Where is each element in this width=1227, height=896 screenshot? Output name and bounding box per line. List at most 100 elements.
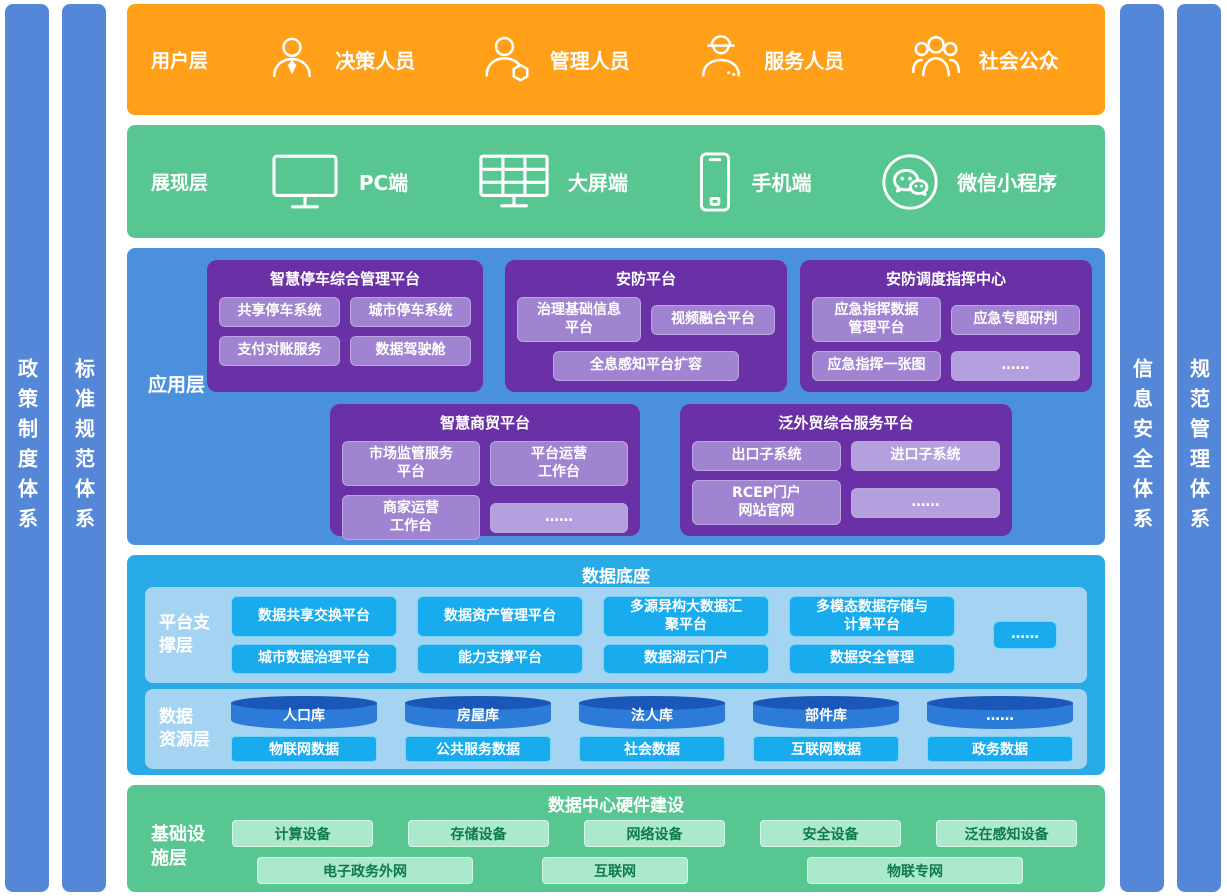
platform-title: 安防平台 <box>615 270 676 288</box>
infrastructure-label: 基础设 施层 <box>151 824 205 870</box>
app-module: 应急指挥一张图 <box>812 351 941 381</box>
platform-modules: 共享停车系统 城市停车系统 支付对账服务 数据驾驶舱 <box>219 297 471 366</box>
infrastructure-band: 数据中心硬件建设 基础设 施层 计算设备 存储设备 网络设备 安全设备 泛在感知… <box>127 785 1105 892</box>
app-module: 进口子系统 <box>851 441 1000 471</box>
platform-title: 智慧商贸平台 <box>439 414 530 432</box>
support-row-1: 数据共享交换平台 数据资产管理平台 多源异构大数据汇 聚平台 多模态数据存储与 … <box>231 596 955 637</box>
app-module: 支付对账服务 <box>219 336 340 366</box>
user-item-decision: 决策人员 <box>265 33 415 87</box>
app-module: 平台运营 工作台 <box>490 441 628 486</box>
app-module-more: …… <box>851 487 1000 518</box>
app-module: RCEP门户 网站官网 <box>692 480 841 525</box>
user-item-label: 服务人员 <box>764 49 845 73</box>
app-module: 应急专题研判 <box>951 304 1080 335</box>
policy-system-bar: 政策制度体系 <box>5 4 49 892</box>
platform-modules: 应急指挥数据 管理平台 应急专题研判 应急指挥一张图 …… <box>812 297 1080 381</box>
support-item: 多源异构大数据汇 聚平台 <box>603 596 769 637</box>
support-item: 城市数据治理平台 <box>231 644 397 674</box>
application-layer-label: 应用层 <box>148 374 206 396</box>
platform-smart-parking: 智慧停车综合管理平台 共享停车系统 城市停车系统 支付对账服务 数据驾驶舱 <box>207 260 483 392</box>
support-row-2: 城市数据治理平台 能力支撑平台 数据湖云门户 数据安全管理 <box>231 644 955 674</box>
presentation-layer-items: PC端 大屏端 <box>233 151 1091 213</box>
data-source-item: 政务数据 <box>927 736 1073 762</box>
policy-system-label: 政策制度体系 <box>14 358 39 538</box>
database-label: 部件库 <box>805 708 847 724</box>
app-module-more: …… <box>490 502 628 533</box>
user-layer-items: 决策人员 管理人员 <box>233 33 1091 87</box>
standards-system-bar: 标准规范体系 <box>62 4 106 892</box>
app-module: 共享停车系统 <box>219 297 340 327</box>
presentation-item-pc: PC端 <box>267 151 408 213</box>
platform-title: 泛外贸综合服务平台 <box>778 414 914 432</box>
platform-smart-commerce: 智慧商贸平台 市场监管服务 平台 平台运营 工作台 商家运营 工作台 …… <box>330 404 640 540</box>
person-tie-icon <box>273 37 312 77</box>
data-resource-label: 数据 资源层 <box>159 707 210 750</box>
support-item: 数据资产管理平台 <box>417 596 583 637</box>
platform-security-command-center: 安防调度指挥中心 应急指挥数据 管理平台 应急专题研判 应急指挥一张图 …… <box>800 260 1092 392</box>
person-service-icon <box>702 34 741 76</box>
people-group-icon <box>911 35 960 76</box>
data-base-band: 数据底座 平台支 撑层 数据共享交换平台 数据资产管理平台 多源异构大数据汇 聚… <box>127 555 1105 775</box>
app-module: 视频融合平台 <box>651 304 775 335</box>
app-module: 数据驾驶舱 <box>350 336 471 366</box>
app-module: 治理基础信息 平台 <box>517 297 641 342</box>
presentation-item-label: 手机端 <box>751 171 812 195</box>
user-layer-band: 用户层 决策人员 管理人员 <box>127 4 1105 115</box>
device-row: 计算设备 存储设备 网络设备 安全设备 泛在感知设备 <box>232 820 1077 847</box>
application-layer-band: 应用层 智慧停车综合管理平台 共享停车系统 城市停车系统 支付对账服务 数据驾驶… <box>127 248 1105 545</box>
support-item: 能力支撑平台 <box>417 644 583 674</box>
platform-modules: 市场监管服务 平台 平台运营 工作台 商家运营 工作台 …… <box>342 441 628 540</box>
app-module: 城市停车系统 <box>350 297 471 327</box>
info-security-system-bar: 信息安全体系 <box>1120 4 1164 892</box>
presentation-item-label: PC端 <box>358 171 409 195</box>
data-source-item: 公共服务数据 <box>405 736 551 762</box>
database-label: 人口库 <box>283 708 325 724</box>
app-module: 出口子系统 <box>692 441 841 471</box>
platform-modules: 出口子系统 进口子系统 RCEP门户 网站官网 …… <box>692 441 1000 525</box>
database-label: 法人库 <box>631 708 673 724</box>
device-item: 安全设备 <box>760 820 901 847</box>
platform-title: 安防调度指挥中心 <box>885 270 1006 288</box>
main-column: 用户层 决策人员 管理人员 <box>127 4 1105 892</box>
network-item: 电子政务外网 <box>257 857 473 884</box>
presentation-item-label: 微信小程序 <box>957 171 1058 195</box>
presentation-layer-label: 展现层 <box>151 172 209 194</box>
data-source-row: 物联网数据 公共服务数据 社会数据 互联网数据 政务数据 <box>231 736 1073 762</box>
app-module-more: …… <box>951 351 1080 381</box>
device-item: 存储设备 <box>408 820 549 847</box>
info-security-system-label: 信息安全体系 <box>1129 358 1154 538</box>
platform-title: 智慧停车综合管理平台 <box>269 270 420 288</box>
data-source-item: 物联网数据 <box>231 736 377 762</box>
monitor-icon <box>272 154 338 208</box>
app-module: 市场监管服务 平台 <box>342 441 480 486</box>
data-base-title: 数据底座 <box>582 567 650 587</box>
presentation-layer-band: 展现层 PC端 <box>127 125 1105 238</box>
device-item: 计算设备 <box>232 820 373 847</box>
wechat-icon <box>882 153 938 210</box>
platform-support-rows: 数据共享交换平台 数据资产管理平台 多源异构大数据汇 聚平台 多模态数据存储与 … <box>231 596 955 674</box>
database-cylinder: 人口库 <box>231 696 377 729</box>
phone-icon <box>700 151 731 212</box>
data-source-item: 社会数据 <box>579 736 725 762</box>
management-system-label: 规范管理体系 <box>1186 358 1211 538</box>
app-module: 商家运营 工作台 <box>342 495 480 540</box>
database-cylinder-more: …… <box>927 696 1073 729</box>
support-item: 多模态数据存储与 计算平台 <box>789 596 955 637</box>
database-row: 人口库 房屋库 法人库 部件库 …… <box>231 696 1073 729</box>
support-item: 数据安全管理 <box>789 644 955 674</box>
support-item-more: …… <box>993 621 1057 649</box>
presentation-item-label: 大屏端 <box>567 171 628 195</box>
device-item: 泛在感知设备 <box>936 820 1077 847</box>
database-label: …… <box>986 708 1014 724</box>
support-item: 数据共享交换平台 <box>231 596 397 637</box>
database-cylinder: 房屋库 <box>405 696 551 729</box>
network-row: 电子政务外网 互联网 物联专网 <box>257 857 1023 884</box>
user-item-label: 管理人员 <box>549 49 630 73</box>
infrastructure-title: 数据中心硬件建设 <box>548 796 684 816</box>
user-item-public: 社会公众 <box>909 33 1059 87</box>
database-cylinder: 部件库 <box>753 696 899 729</box>
standards-system-label: 标准规范体系 <box>71 358 96 538</box>
network-item: 物联专网 <box>807 857 1023 884</box>
support-item: 数据湖云门户 <box>603 644 769 674</box>
